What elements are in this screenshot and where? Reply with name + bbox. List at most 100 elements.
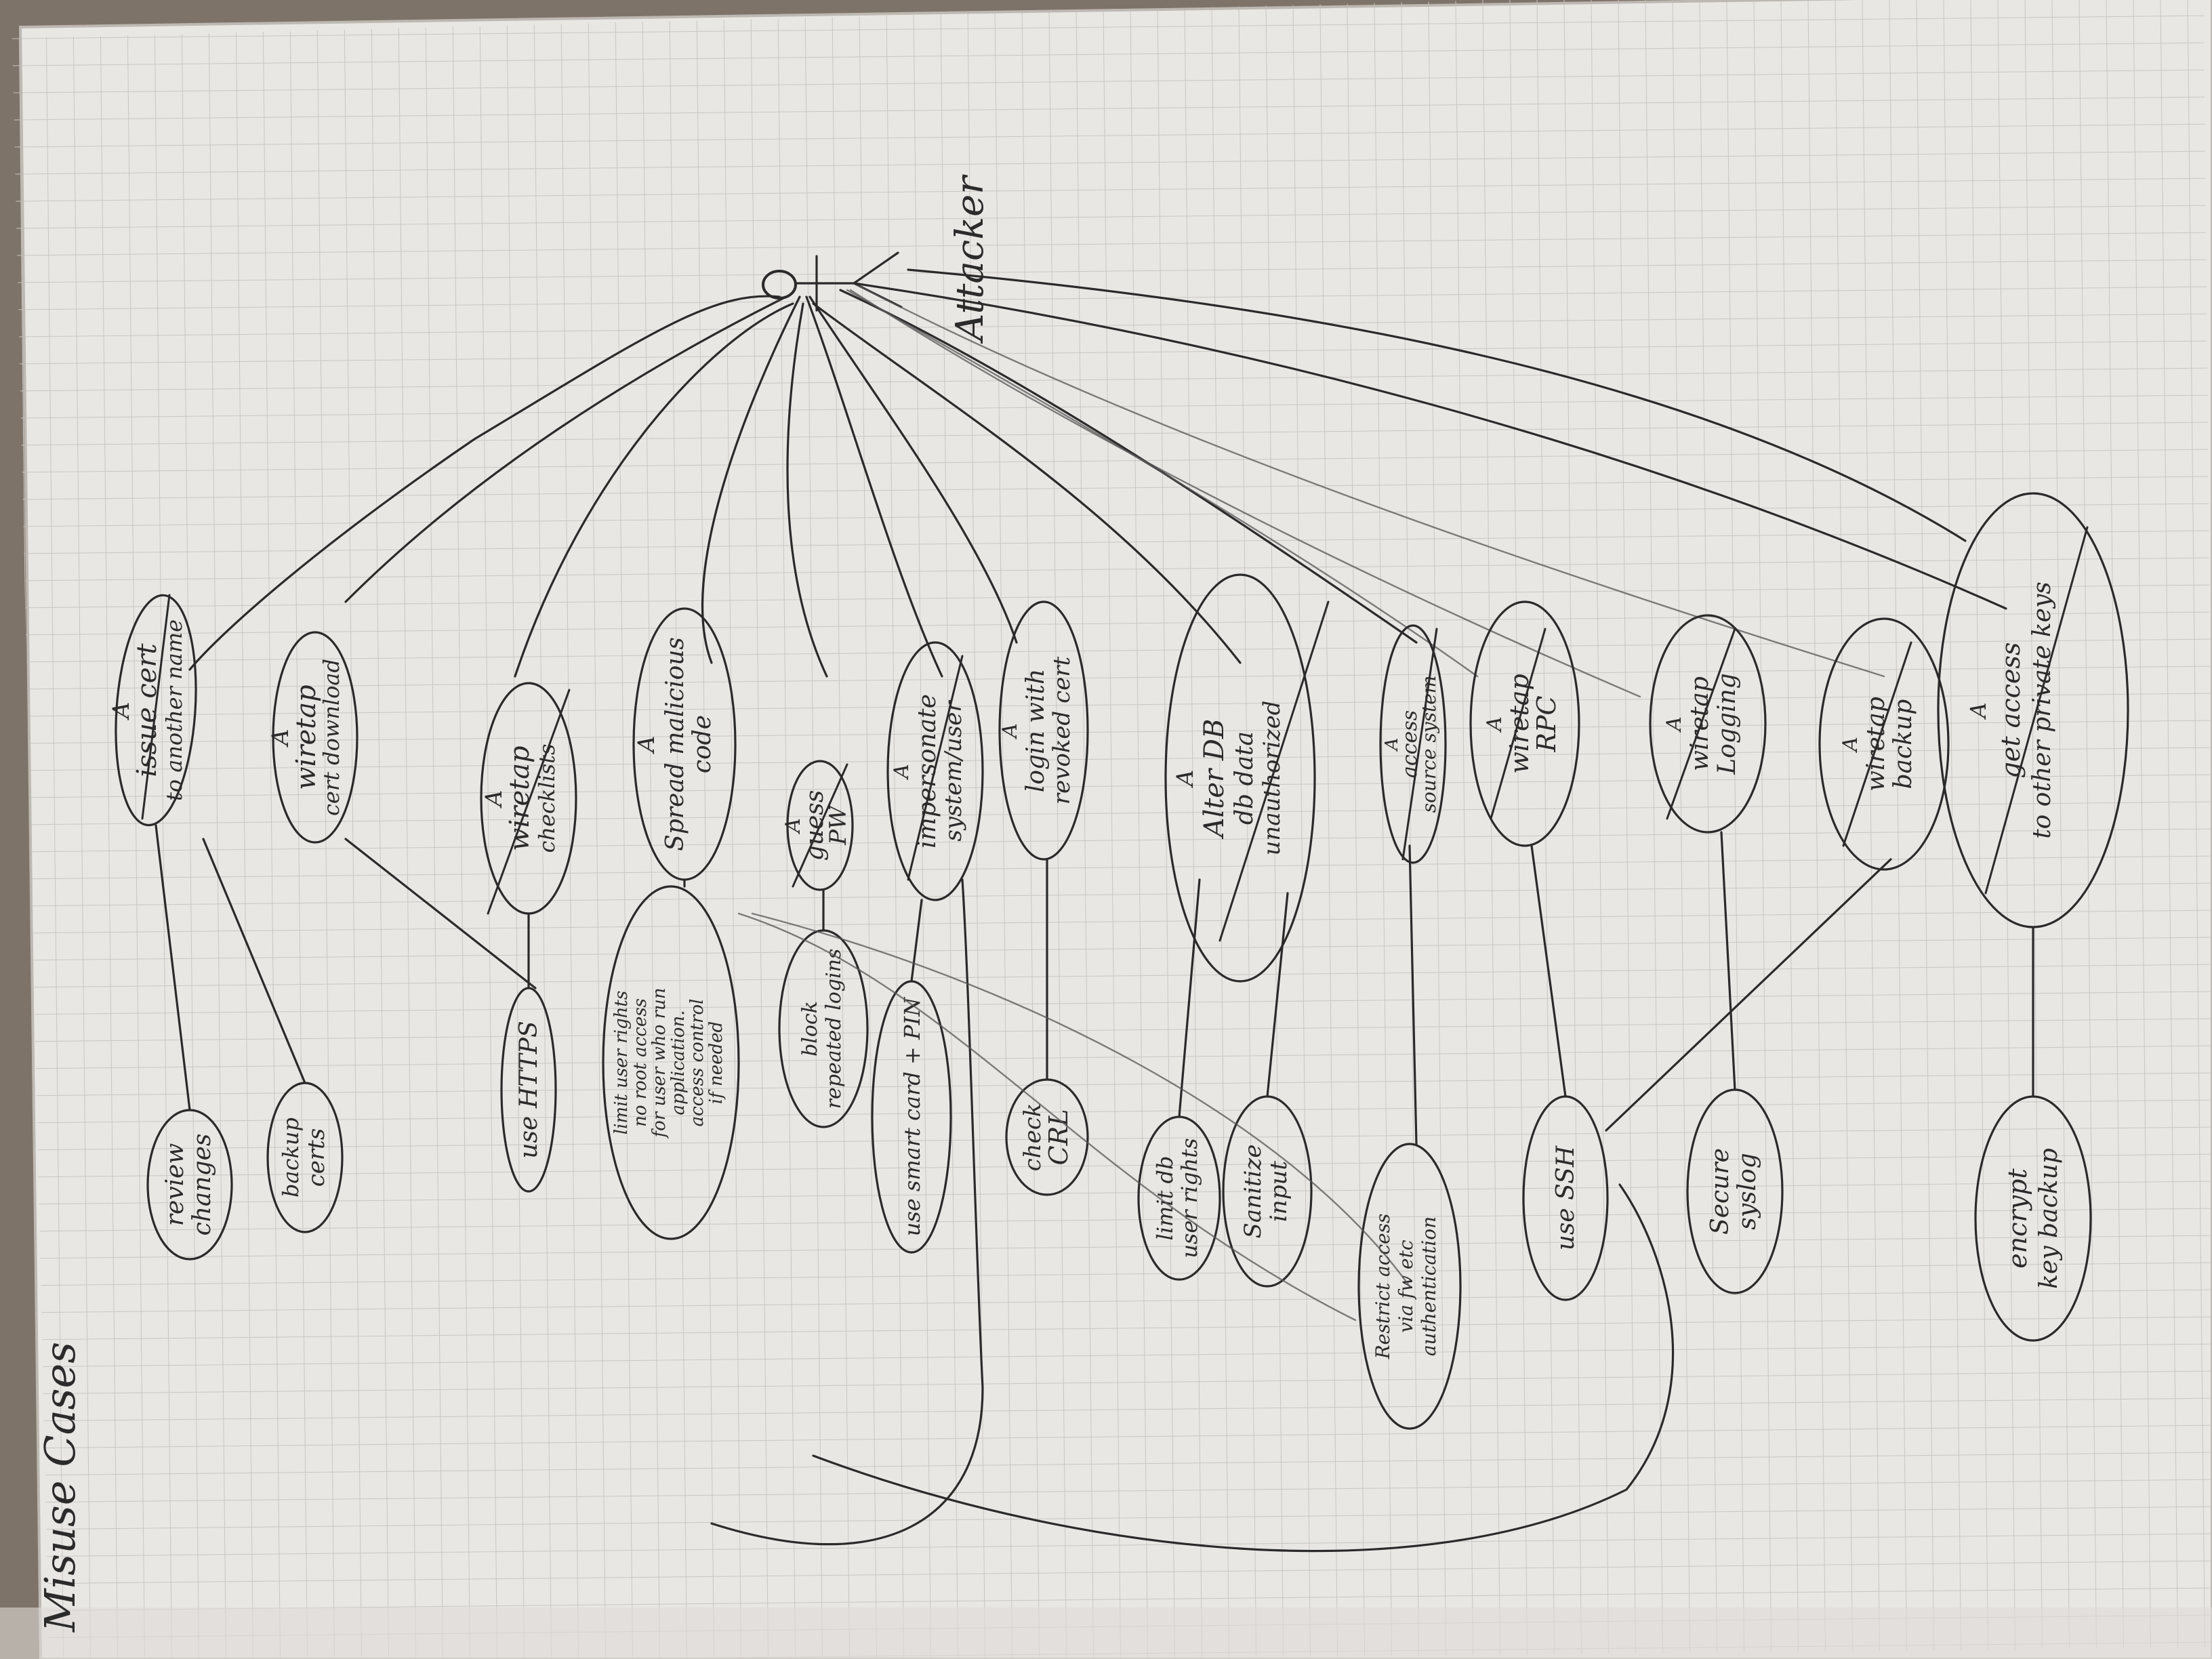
- misuse-case-impersonate: A impersonate system/user: [886, 641, 984, 901]
- c7-line-1: check: [1019, 1103, 1046, 1172]
- misuse-case-wiretap-logging: A wiretap Logging: [1649, 614, 1767, 834]
- m2-line-3: cert download: [319, 659, 344, 816]
- misuse-case-issue-cert: A issue cert to another name: [108, 594, 197, 827]
- countermeasure-sanitize-input: Sanitize input: [1222, 1095, 1313, 1288]
- m5-line-1: A: [781, 818, 805, 835]
- m4-line-1: A: [633, 736, 660, 755]
- misuse-case-alter-db: A Alter DB db data unauthorized: [1164, 573, 1330, 983]
- c10-line-3: authentication: [1418, 1216, 1440, 1356]
- c2-line-1: backup: [278, 1118, 304, 1197]
- c4-line-5: access control: [687, 999, 708, 1127]
- c13-line-1: encrypt: [2003, 1168, 2032, 1269]
- c11-line-1: use SSH: [1552, 1145, 1580, 1250]
- m11-line-1: A: [1662, 716, 1686, 733]
- c6-line-1: use smart card + PIN: [899, 997, 925, 1236]
- actor-body-icon: [795, 251, 903, 312]
- misuse-case-wiretap-checklists: A wiretap checklists: [480, 682, 577, 915]
- m5-line-3: PW: [825, 804, 852, 846]
- c2-line-2: certs: [303, 1128, 330, 1187]
- misuse-case-spread-code: A Spread malicious code: [632, 607, 737, 881]
- m1-line-2: issue cert: [131, 642, 163, 777]
- page-title: Misuse Cases: [35, 1342, 85, 1633]
- c7-line-2: CRL: [1044, 1109, 1073, 1166]
- c1-line-1: review: [161, 1143, 189, 1227]
- countermeasure-limit-user-rights: limit user rights no root access for use…: [602, 885, 740, 1240]
- mitigation-arrows: [155, 824, 2034, 1553]
- m2-line-1: A: [267, 729, 294, 748]
- m12-line-1: A: [1839, 737, 1862, 754]
- countermeasure-check-crl: check CRL: [1005, 1078, 1089, 1196]
- m5-line-2: guess: [801, 790, 829, 861]
- c4-line-6: if needed: [706, 1021, 726, 1104]
- misuse-case-wiretap-rpc: A wiretap RPC: [1469, 600, 1580, 847]
- m10-line-3: RPC: [1532, 695, 1561, 752]
- countermeasure-smart-card: use smart card + PIN: [871, 980, 952, 1254]
- actor-label: Attacker: [948, 174, 992, 344]
- m7-line-1: A: [998, 723, 1022, 740]
- m9-line-1: A: [1382, 738, 1402, 752]
- m12-line-2: wiretap: [1862, 697, 1890, 792]
- c4-line-1: limit user rights: [611, 991, 632, 1134]
- m13-line-3: to other private keys: [2028, 581, 2056, 839]
- attacker-actor: Attacker: [762, 174, 992, 344]
- m13-line-1: A: [1965, 702, 1991, 720]
- m10-line-2: wiretap: [1504, 674, 1534, 774]
- m9-line-2: access: [1398, 710, 1422, 778]
- m12-line-3: backup: [1889, 699, 1917, 790]
- m6-line-3: system/user: [940, 700, 967, 842]
- c3-line-1: use HTTPS: [515, 1021, 543, 1158]
- m11-line-3: Logging: [1713, 673, 1741, 775]
- countermeasure-secure-syslog: Secure syslog: [1686, 1088, 1784, 1294]
- m3-line-3: checklists: [534, 744, 560, 853]
- m4-line-2: Spread malicious: [661, 637, 689, 851]
- m8-line-4: unauthorized: [1258, 701, 1286, 856]
- countermeasure-encrypt-backup: encrypt key backup: [1974, 1095, 2092, 1342]
- c5-line-2: repeated logins: [822, 949, 846, 1109]
- attacker-links: [188, 268, 2007, 698]
- m3-line-2: wiretap: [504, 745, 535, 851]
- m6-line-1: A: [890, 764, 914, 781]
- c1-line-2: changes: [188, 1134, 216, 1236]
- c8-line-1: limit db: [1152, 1155, 1178, 1240]
- m1-line-3: to another name: [161, 619, 187, 801]
- countermeasure-review-changes: review changes: [146, 1109, 233, 1261]
- m6-line-2: impersonate: [914, 694, 941, 848]
- m7-line-3: revoked cert: [1048, 656, 1076, 804]
- actor-head-icon: [762, 270, 797, 300]
- c10-line-1: Restrict access: [1372, 1214, 1394, 1360]
- m8-line-1: A: [1172, 770, 1199, 789]
- c10-line-2: via fw etc: [1395, 1240, 1417, 1332]
- misuse-case-revoked-cert: A login with revoked cert: [998, 600, 1089, 861]
- misuse-case-wiretap-cert: A wiretap cert download: [267, 631, 359, 844]
- countermeasure-use-ssh: use SSH: [1522, 1095, 1609, 1301]
- m11-line-2: wiretap: [1686, 676, 1714, 771]
- m1-line-1: A: [108, 702, 135, 721]
- c4-line-3: for user who run: [649, 988, 670, 1139]
- m8-line-3: db data: [1231, 731, 1258, 825]
- countermeasure-restrict-access: Restrict access via fw etc authenticatio…: [1357, 1143, 1462, 1430]
- m7-line-2: login with: [1022, 669, 1050, 792]
- m2-line-2: wiretap: [291, 684, 322, 790]
- c12-line-1: Secure: [1706, 1148, 1734, 1235]
- misuse-case-access-source: A access source system: [1379, 624, 1447, 864]
- m13-line-2: get access: [1996, 642, 2026, 779]
- countermeasure-use-https: use HTTPS: [500, 987, 557, 1193]
- c9-line-2: input: [1265, 1161, 1292, 1222]
- c5-line-1: block: [798, 1001, 822, 1057]
- misuse-case-wiretap-backup: A wiretap backup: [1818, 617, 1950, 871]
- countermeasure-backup-certs: backup certs: [266, 1082, 344, 1233]
- c13-line-2: key backup: [2035, 1148, 2063, 1289]
- c4-line-4: application.: [668, 1010, 689, 1115]
- m3-line-1: A: [480, 790, 508, 809]
- c9-line-1: Sanitize: [1240, 1145, 1267, 1239]
- c8-line-2: user rights: [1176, 1138, 1202, 1258]
- c12-line-2: syslog: [1734, 1153, 1761, 1230]
- misuse-case-guess-pw: A guess PW: [781, 760, 854, 891]
- m4-line-3: code: [689, 715, 716, 773]
- m8-line-2: Alter DB: [1199, 719, 1230, 840]
- m10-line-1: A: [1483, 716, 1507, 733]
- c4-line-2: no root access: [630, 998, 651, 1127]
